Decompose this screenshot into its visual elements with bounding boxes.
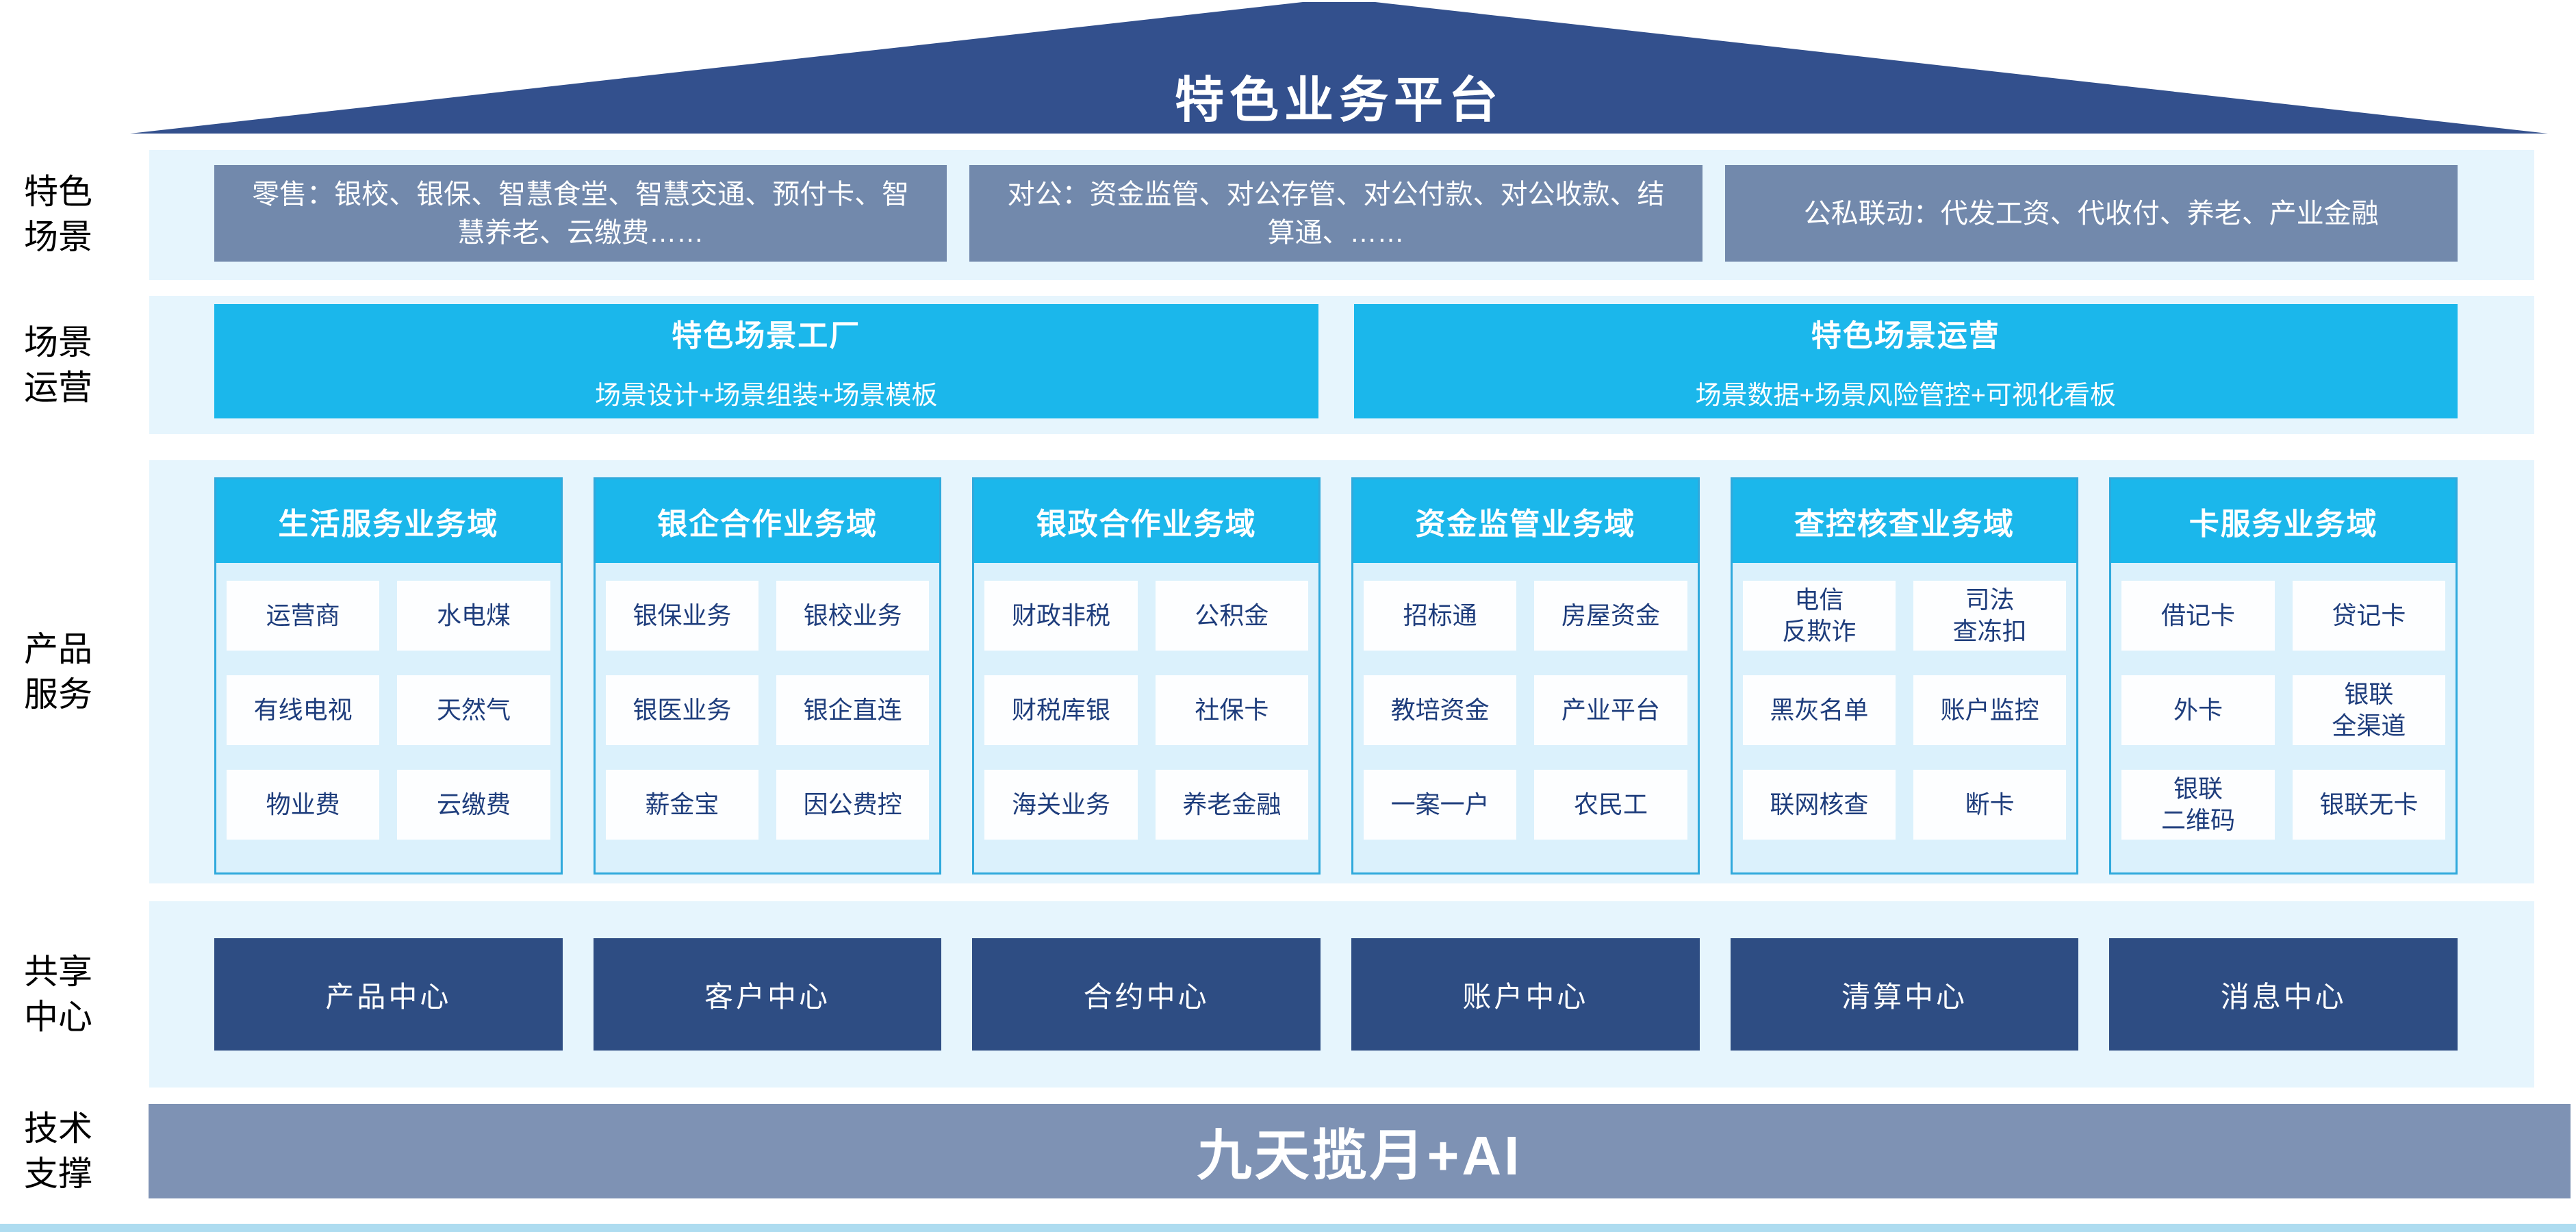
product-cell: 银医业务 <box>605 675 758 745</box>
product-cell: 运营商 <box>227 581 380 651</box>
product-cell: 社保卡 <box>1155 675 1309 745</box>
product-cell: 一案一户 <box>1364 770 1517 840</box>
product-cell: 房屋资金 <box>1534 581 1687 651</box>
product-column-bank-enterprise: 银企合作业务域 银保业务 银校业务 银医业务 银企直连 薪金宝 因公费控 <box>593 477 942 875</box>
product-cell: 黑灰名单 <box>1742 675 1896 745</box>
center-box-clearing: 清算中心 <box>1730 938 2079 1051</box>
scenario-box-retail: 零售：银校、银保、智慧食堂、智慧交通、预付卡、智慧养老、云缴费…… <box>214 165 947 262</box>
product-cell: 银联 二维码 <box>2121 770 2275 840</box>
operation-box-subtitle: 场景设计+场景组装+场景模板 <box>595 381 938 410</box>
tech-support-label: 九天揽月+AI <box>1197 1125 1522 1186</box>
center-box-customer: 客户中心 <box>593 938 942 1051</box>
column-body: 银保业务 银校业务 银医业务 银企直连 薪金宝 因公费控 <box>596 563 940 872</box>
product-cell: 司法 查冻扣 <box>1913 581 2067 651</box>
product-cell: 电信 反欺诈 <box>1742 581 1896 651</box>
scenario-box-corporate: 对公：资金监管、对公存管、对公付款、对公收款、结算通、…… <box>969 165 1703 262</box>
products-band: 生活服务业务域 运营商 水电煤 有线电视 天然气 物业费 云缴费 银企合作业务域… <box>149 460 2534 883</box>
column-body: 招标通 房屋资金 教培资金 产业平台 一案一户 农民工 <box>1353 563 1698 872</box>
column-header: 银政合作业务域 <box>974 479 1319 563</box>
column-header: 资金监管业务域 <box>1353 479 1698 563</box>
product-cell: 产业平台 <box>1534 675 1687 745</box>
scenario-box-linkage: 公私联动：代发工资、代收付、养老、产业金融 <box>1724 165 2458 262</box>
product-cell: 外卡 <box>2121 675 2275 745</box>
operation-box-title: 特色场景工厂 <box>672 319 861 353</box>
platform-title: 特色业务平台 <box>1174 73 1503 128</box>
platform-roof: 特色业务平台 <box>130 2 2548 134</box>
column-body: 电信 反欺诈 司法 查冻扣 黑灰名单 账户监控 联网核查 断卡 <box>1733 563 2077 872</box>
product-cell: 银联无卡 <box>2292 770 2446 840</box>
column-body: 运营商 水电煤 有线电视 天然气 物业费 云缴费 <box>216 563 561 872</box>
side-label-products: 产品 服务 <box>24 630 92 714</box>
product-cell: 海关业务 <box>984 770 1138 840</box>
product-cell: 薪金宝 <box>605 770 758 840</box>
product-cell: 因公费控 <box>776 770 930 840</box>
product-cell: 物业费 <box>227 770 380 840</box>
column-body: 财政非税 公积金 财税库银 社保卡 海关业务 养老金融 <box>974 563 1318 872</box>
bottom-divider <box>0 1224 2576 1232</box>
product-column-life-services: 生活服务业务域 运营商 水电煤 有线电视 天然气 物业费 云缴费 <box>214 477 563 875</box>
product-cell: 借记卡 <box>2121 581 2275 651</box>
side-label-shared-centers: 共享 中心 <box>24 953 92 1036</box>
product-cell: 云缴费 <box>397 770 550 840</box>
product-column-bank-government: 银政合作业务域 财政非税 公积金 财税库银 社保卡 海关业务 养老金融 <box>972 477 1321 875</box>
operation-box-subtitle: 场景数据+场景风险管控+可视化看板 <box>1695 381 2116 410</box>
product-cell: 公积金 <box>1155 581 1309 651</box>
product-cell: 银联 全渠道 <box>2292 675 2446 745</box>
center-box-account: 账户中心 <box>1351 938 1700 1051</box>
product-cell: 财政非税 <box>984 581 1138 651</box>
column-body: 借记卡 贷记卡 外卡 银联 全渠道 银联 二维码 银联无卡 <box>2111 563 2456 872</box>
product-column-card-services: 卡服务业务域 借记卡 贷记卡 外卡 银联 全渠道 银联 二维码 银联无卡 <box>2109 477 2458 875</box>
product-cell: 天然气 <box>397 675 550 745</box>
product-cell: 账户监控 <box>1913 675 2067 745</box>
product-cell: 贷记卡 <box>2292 581 2446 651</box>
side-label-scenarios: 特色 场景 <box>24 173 92 256</box>
product-cell: 养老金融 <box>1155 770 1309 840</box>
column-header: 卡服务业务域 <box>2111 479 2456 563</box>
product-column-fund-supervision: 资金监管业务域 招标通 房屋资金 教培资金 产业平台 一案一户 农民工 <box>1351 477 1700 875</box>
center-box-message: 消息中心 <box>2109 938 2458 1051</box>
operation-box-title: 特色场景运营 <box>1811 319 2000 353</box>
product-column-inquiry-control: 查控核查业务域 电信 反欺诈 司法 查冻扣 黑灰名单 账户监控 联网核查 断卡 <box>1730 477 2079 875</box>
center-box-product: 产品中心 <box>214 938 563 1051</box>
product-cell: 有线电视 <box>227 675 380 745</box>
product-cell: 断卡 <box>1913 770 2067 840</box>
product-cell: 教培资金 <box>1364 675 1517 745</box>
column-header: 查控核查业务域 <box>1732 479 2077 563</box>
column-header: 生活服务业务域 <box>216 479 561 563</box>
operation-box-scene-factory: 特色场景工厂 场景设计+场景组装+场景模板 <box>214 304 1318 418</box>
product-cell: 银保业务 <box>605 581 758 651</box>
center-box-contract: 合约中心 <box>972 938 1321 1051</box>
product-cell: 财税库银 <box>984 675 1138 745</box>
product-cell: 农民工 <box>1534 770 1687 840</box>
product-cell: 银企直连 <box>776 675 930 745</box>
product-cell: 联网核查 <box>1742 770 1896 840</box>
scenario-band: 零售：银校、银保、智慧食堂、智慧交通、预付卡、智慧养老、云缴费…… 对公：资金监… <box>149 150 2534 280</box>
product-cell: 银校业务 <box>776 581 930 651</box>
column-header: 银企合作业务域 <box>595 479 940 563</box>
product-cell: 招标通 <box>1364 581 1517 651</box>
tech-support-bar: 九天揽月+AI <box>149 1104 2571 1198</box>
side-label-tech-support: 技术 支撑 <box>24 1109 92 1193</box>
side-label-operations: 场景 运营 <box>24 323 92 407</box>
product-cell: 水电煤 <box>397 581 550 651</box>
shared-centers-band: 产品中心 客户中心 合约中心 账户中心 清算中心 消息中心 <box>149 901 2534 1088</box>
operations-band: 特色场景工厂 场景设计+场景组装+场景模板 特色场景运营 场景数据+场景风险管控… <box>149 296 2534 434</box>
operation-box-scene-operation: 特色场景运营 场景数据+场景风险管控+可视化看板 <box>1353 304 2458 418</box>
